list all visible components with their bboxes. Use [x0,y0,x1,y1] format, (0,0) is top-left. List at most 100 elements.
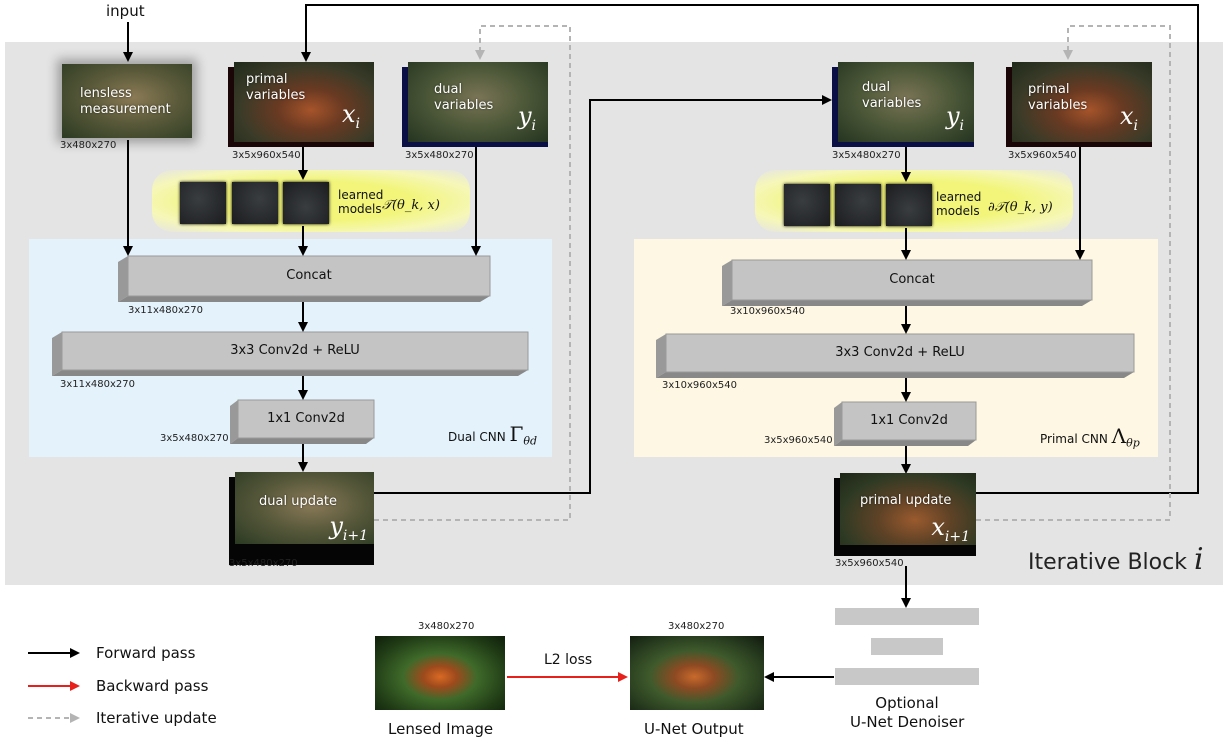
learned-models-label-left: learned models [338,188,383,216]
learned-right-formula: ∂𝒯(θ_k, y) [988,200,1053,215]
conv3x3-dims-right: 3x10x960x540 [662,380,738,391]
primal-update-label: primal update [860,493,952,508]
learned-right-line2: models [936,204,980,218]
dual-cnn-label: Dual CNN Γθd [448,422,537,447]
dual-variables-image-right: dual variables yi [838,62,974,142]
forward-arrows-right [301,4,1199,682]
forward-arrows-left [123,22,832,494]
primal-variables-image-right: primal variables xi [1012,62,1152,142]
primal-cnn-text: Primal CNN [1040,432,1108,446]
conv3x3-label-left: 3x3 Conv2d + ReLU [230,343,360,358]
denoiser-label: Optional U-Net Denoiser [850,694,964,732]
denoiser-bar-mid [871,638,943,655]
unet-output-label: U-Net Output [644,720,744,738]
primal-cnn-sub: θp [1126,436,1140,450]
primal-right-sub: i [1133,117,1138,134]
learned-left-formula: 𝒯(θ_k, x) [382,198,440,213]
primal-left-sub: i [355,115,360,132]
dual-right-line2: variables [862,96,922,111]
learned-right-line1: learned [936,190,982,204]
primal-left-line2: variables [246,88,306,103]
learned-kernel-tile-3-left [283,182,329,224]
unet-output-image [630,636,764,710]
dual-right-sub: i [959,117,964,134]
dual-update-label: dual update [259,494,338,509]
conv1x1-dims-right: 3x5x960x540 [764,435,833,446]
primal-left-line1: primal [246,72,288,87]
learned-models-label-right: learned models [936,190,981,218]
primal-right-line1: primal [1028,82,1070,97]
dual-right-dims: 3x5x480x270 [832,150,901,161]
dual-update-symbol: y [329,512,343,540]
legend-forward-label: Forward pass [96,644,196,662]
concat-label-right: Concat [889,272,935,287]
primal-right-dims: 3x5x960x540 [1008,150,1077,161]
dual-left-dims: 3x5x480x270 [405,150,474,161]
denoiser-line1: Optional [875,694,939,712]
conv1x1-dims-left: 3x5x480x270 [160,433,229,444]
lensless-dims: 3x480x270 [60,140,117,151]
iterative-block-text: Iterative Block [1028,550,1187,575]
iterative-arrows [374,25,1171,521]
primal-update-dims: 3x5x960x540 [835,558,904,569]
lensless-line2: measurement [80,102,171,117]
learned-left-line1: learned [338,188,384,202]
unet-output-dims: 3x480x270 [668,621,725,632]
dual-update-sub: i+1 [342,527,368,544]
iterative-block-label: Iterative Block i [1028,542,1204,577]
primal-right-symbol: x [1119,102,1134,130]
dual-left-line1: dual [434,82,463,97]
concat-dims-left: 3x11x480x270 [128,305,204,316]
dual-left-sub: i [531,117,536,134]
learned-kernel-tile-2-left [232,182,278,224]
dual-cnn-sub: θd [523,434,538,448]
iterative-block-symbol: i [1193,542,1204,577]
l2-loss-label: L2 loss [544,652,593,668]
input-label: input [106,2,145,20]
primal-variables-image-left: primal variables xi [234,62,374,142]
conv1x1-box-left [230,399,375,444]
concat-box-right [722,259,1093,306]
learned-kernel-tile-1-right [784,184,830,226]
legend-iterative-label: Iterative update [96,709,217,727]
conv3x3-box-right [656,333,1135,378]
primal-cnn-label: Primal CNN Λθp [1040,424,1140,449]
primal-update-sub: i+1 [944,528,970,545]
dual-update-dims: 3x5x480x270 [229,558,298,569]
dual-right-line1: dual [862,80,891,95]
learned-kernel-tile-1-left [180,182,226,224]
primal-update-symbol: x [931,513,945,541]
primal-left-dims: 3x5x960x540 [232,150,301,161]
concat-dims-right: 3x10x960x540 [730,306,806,317]
dual-variables-image-left: dual variables yi [408,62,548,142]
denoiser-bar-top [835,608,979,625]
lensed-image [375,636,505,710]
learned-kernel-tile-3-right [886,184,932,226]
lensed-image-dims: 3x480x270 [418,621,475,632]
conv3x3-box-left [52,331,529,376]
primal-right-line2: variables [1028,98,1088,113]
denoiser-bar-bottom [835,668,979,685]
learned-left-line2: models [338,202,382,216]
concat-label-left: Concat [286,268,332,283]
lensless-line1: lensless [80,86,132,101]
learned-kernel-tile-2-right [835,184,881,226]
lensed-image-label: Lensed Image [388,720,494,738]
primal-cnn-symbol: Λ [1111,424,1127,448]
conv3x3-label-right: 3x3 Conv2d + ReLU [835,345,965,360]
legend-backward-label: Backward pass [96,677,209,695]
lensless-measurement-image: lensless measurement [62,64,192,138]
dual-update-image: dual update yi+1 [235,472,374,544]
conv3x3-dims-left: 3x11x480x270 [60,379,136,390]
dual-right-symbol: y [945,102,960,130]
denoiser-line2: U-Net Denoiser [850,713,965,731]
dual-left-symbol: y [517,102,532,130]
conv1x1-box-right [834,401,977,446]
primal-left-symbol: x [341,100,356,128]
dual-left-line2: variables [434,98,494,113]
concat-box-left [118,255,491,302]
conv1x1-label-right: 1x1 Conv2d [870,413,948,428]
primal-update-image: primal update xi+1 [840,473,976,545]
dual-cnn-text: Dual CNN [448,430,506,444]
